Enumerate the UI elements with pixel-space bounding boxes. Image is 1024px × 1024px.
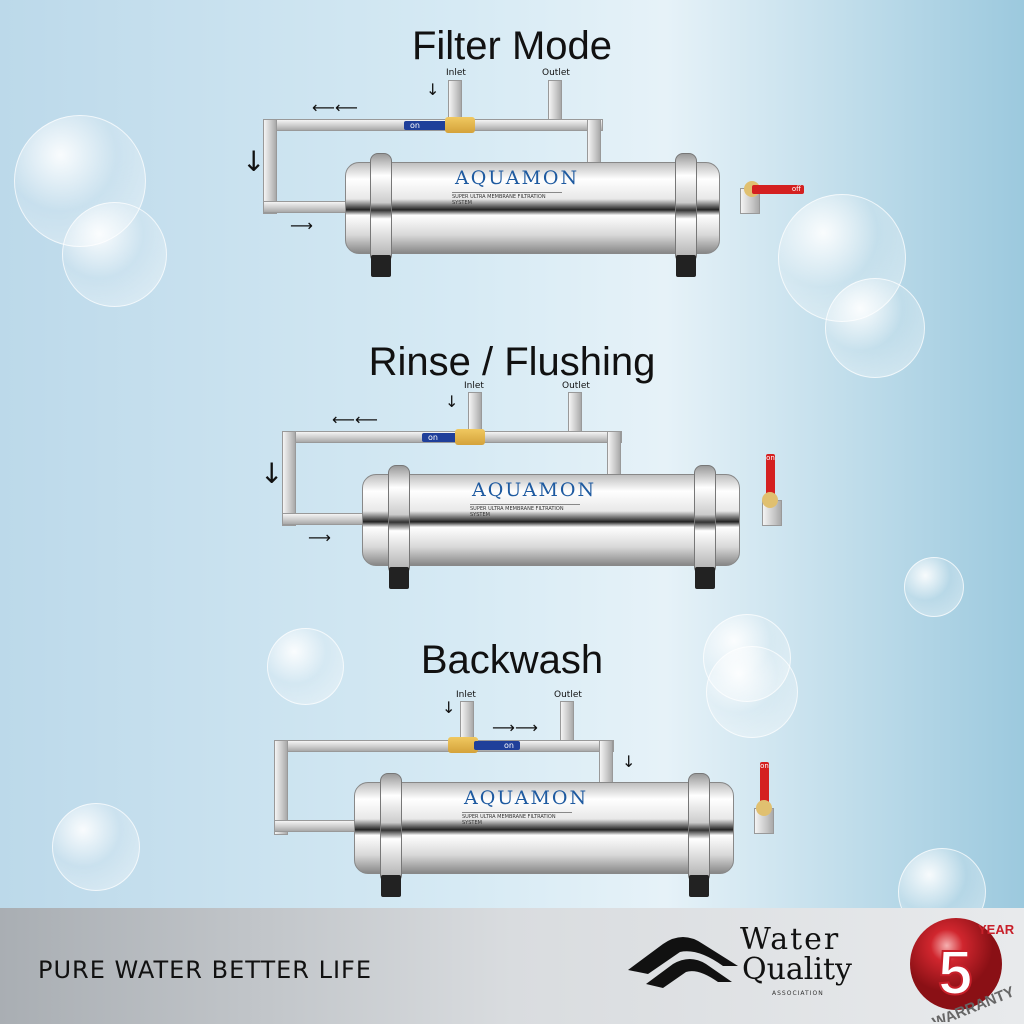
mode-title: Filter Mode <box>411 24 613 68</box>
backwash-mode-diagram: Backwash Inlet Outlet on ↓ ⟶⟶ ↓ AQUAMON … <box>12 620 1024 930</box>
foot <box>381 875 401 897</box>
bubble <box>52 803 140 891</box>
left-pipe <box>282 431 296 526</box>
arrow-right-icon: ⟶ <box>308 528 331 547</box>
arrow-down-icon: ↓ <box>622 752 636 771</box>
filter-mode-diagram: Filter Mode Inlet Outlet on ⟵⟵ ↓ ↓ ⟶ AQU… <box>0 0 1024 310</box>
flange <box>370 153 392 263</box>
foot <box>676 255 696 277</box>
outlet-label: Outlet <box>542 68 570 78</box>
flange <box>675 153 697 263</box>
inlet-label: Inlet <box>464 381 484 391</box>
main-valve[interactable] <box>455 429 485 445</box>
brand-logo: AQUAMON <box>472 479 597 501</box>
left-pipe <box>274 740 288 835</box>
brand-logo: AQUAMON <box>455 167 580 189</box>
bottom-pipe <box>274 820 359 832</box>
mode-title: Rinse / Flushing <box>368 340 656 384</box>
drain-valve-handle[interactable]: off <box>752 185 804 194</box>
left-pipe <box>263 119 277 214</box>
wqa-text-association: ASSOCIATION <box>772 990 824 997</box>
mode-title: Backwash <box>420 638 604 682</box>
foot <box>371 255 391 277</box>
inlet-pipe <box>468 392 482 432</box>
flange <box>380 773 402 883</box>
warranty-badge-icon: 5 YEAR WARRANTY <box>910 918 1017 1022</box>
bubble <box>706 646 798 738</box>
slogan: PURE WATER BETTER LIFE <box>38 956 373 984</box>
arrow-right-icon: ⟶⟶ <box>492 718 538 737</box>
drain-valve-handle[interactable]: on <box>760 762 769 810</box>
flange <box>694 465 716 575</box>
bottom-pipe <box>282 513 367 525</box>
bubble <box>904 557 964 617</box>
filter-housing <box>362 474 740 566</box>
wqa-text-water: Water <box>740 922 841 957</box>
main-valve[interactable] <box>445 117 475 133</box>
bubble <box>267 628 344 705</box>
drain-valve[interactable] <box>756 800 772 816</box>
top-pipe <box>274 740 614 752</box>
bubble <box>62 202 167 307</box>
bottom-pipe <box>263 201 348 213</box>
arrow-down-icon: ↓ <box>260 457 284 490</box>
inlet-label: Inlet <box>456 690 476 700</box>
main-valve-handle[interactable]: on <box>404 121 450 130</box>
brand-logo: AQUAMON <box>464 787 589 809</box>
outlet-pipe <box>560 701 574 741</box>
foot <box>695 567 715 589</box>
outlet-pipe <box>568 392 582 432</box>
outlet-label: Outlet <box>554 690 582 700</box>
product-subtitle: SUPER ULTRA MEMBRANE FILTRATION SYSTEM <box>470 504 580 518</box>
flange <box>688 773 710 883</box>
rinse-mode-diagram: Rinse / Flushing Inlet Outlet on ⟵⟵ ↓ ↓ … <box>20 310 1024 620</box>
foot <box>689 875 709 897</box>
product-subtitle: SUPER ULTRA MEMBRANE FILTRATION SYSTEM <box>462 812 572 826</box>
wqa-text-quality: Quality <box>742 952 852 987</box>
flange <box>388 465 410 575</box>
warranty-year: YEAR <box>978 922 1015 937</box>
arrow-left-icon: ⟵⟵ <box>332 410 378 429</box>
arrow-right-icon: ⟶ <box>290 216 313 235</box>
bubble <box>825 278 925 378</box>
arrow-down-icon: ↓ <box>426 80 440 99</box>
main-valve[interactable] <box>448 737 478 753</box>
main-valve-handle[interactable]: on <box>474 741 520 750</box>
inlet-label: Inlet <box>446 68 466 78</box>
arrow-down-icon: ↓ <box>445 392 459 411</box>
outlet-label: Outlet <box>562 381 590 391</box>
filter-housing <box>354 782 734 874</box>
foot <box>389 567 409 589</box>
drain-valve-handle[interactable]: on <box>766 454 775 502</box>
right-down-pipe <box>587 119 601 164</box>
inlet-pipe <box>448 80 462 120</box>
inlet-pipe <box>460 701 474 741</box>
wqa-wave-logo-icon <box>628 937 738 988</box>
right-down-pipe <box>599 740 613 785</box>
outlet-pipe <box>548 80 562 120</box>
arrow-left-icon: ⟵⟵ <box>312 98 358 117</box>
arrow-down-icon: ↓ <box>442 698 456 717</box>
right-down-pipe <box>607 431 621 476</box>
filter-housing <box>345 162 720 254</box>
warranty-number: 5 <box>938 939 972 1008</box>
footer-banner: PURE WATER BETTER LIFE Water Quality ASS… <box>0 908 1024 1024</box>
arrow-down-icon: ↓ <box>242 145 266 178</box>
drain-valve[interactable] <box>762 492 778 508</box>
main-valve-handle[interactable]: on <box>422 433 468 442</box>
product-subtitle: SUPER ULTRA MEMBRANE FILTRATION SYSTEM <box>452 192 562 206</box>
